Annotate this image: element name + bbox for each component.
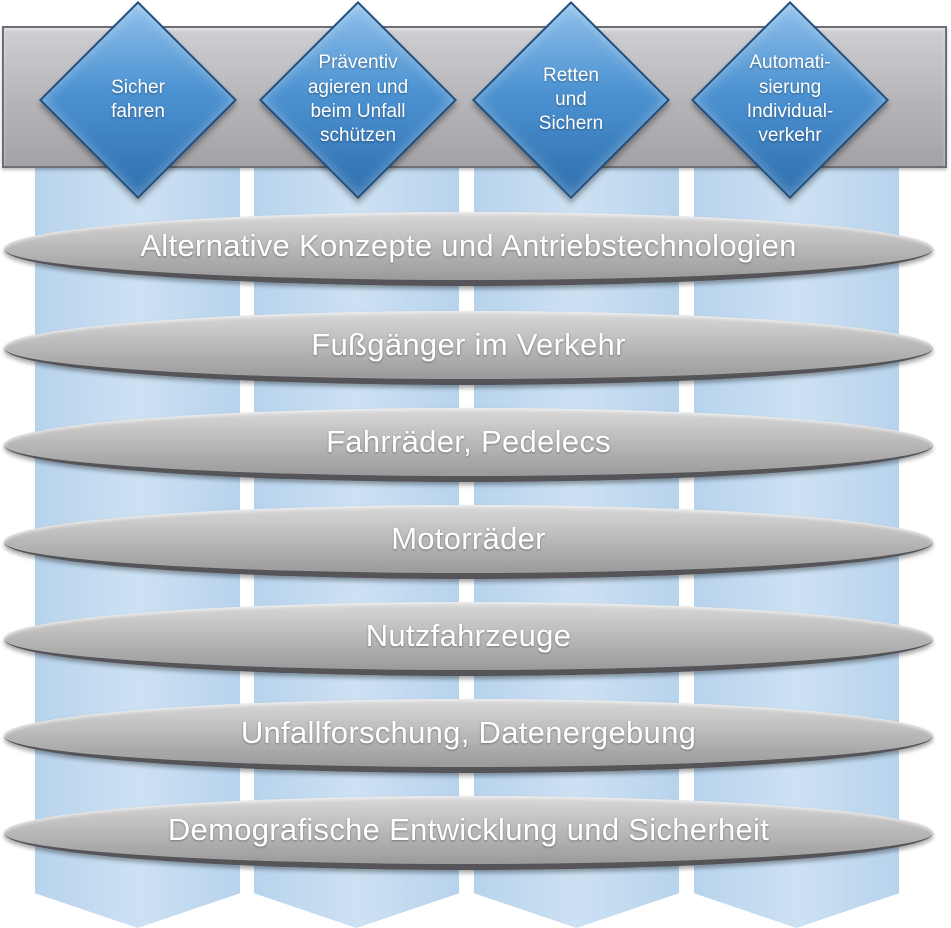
band-5: Nutzfahrzeuge — [4, 602, 933, 676]
band-7-label: Demografische Entwicklung und Sicherheit — [167, 812, 770, 847]
band-1-label: Alternative Konzepte und Antriebstechnol… — [140, 228, 797, 263]
band-7: Demografische Entwicklung und Sicherheit — [4, 796, 933, 870]
band-6-label: Unfallforschung, Datenergebung — [240, 715, 697, 750]
band-4: Motorräder — [4, 505, 933, 579]
band-4-label: Motorräder — [391, 521, 546, 556]
band-3-label: Fahrräder, Pedelecs — [326, 424, 611, 459]
pillar-3-label: Retten und Sichern — [538, 64, 604, 135]
pillar-4: Automati- sierung Individual- verkehr — [690, 0, 890, 200]
pillar-2: Präventiv agieren und beim Unfall schütz… — [258, 0, 458, 200]
band-1: Alternative Konzepte und Antriebstechnol… — [4, 212, 933, 286]
band-3: Fahrräder, Pedelecs — [4, 408, 933, 482]
pillar-1: Sicher fahren — [38, 0, 238, 200]
band-2: Fußgänger im Verkehr — [4, 311, 933, 385]
band-5-label: Nutzfahrzeuge — [365, 618, 572, 653]
pillar-3: Retten und Sichern — [471, 0, 671, 200]
pillar-4-label: Automati- sierung Individual- verkehr — [746, 52, 834, 147]
pillar-1-label: Sicher fahren — [111, 76, 165, 122]
pillar-2-label: Präventiv agieren und beim Unfall schütz… — [307, 52, 409, 147]
band-2-label: Fußgänger im Verkehr — [311, 327, 626, 362]
band-6: Unfallforschung, Datenergebung — [4, 699, 933, 773]
